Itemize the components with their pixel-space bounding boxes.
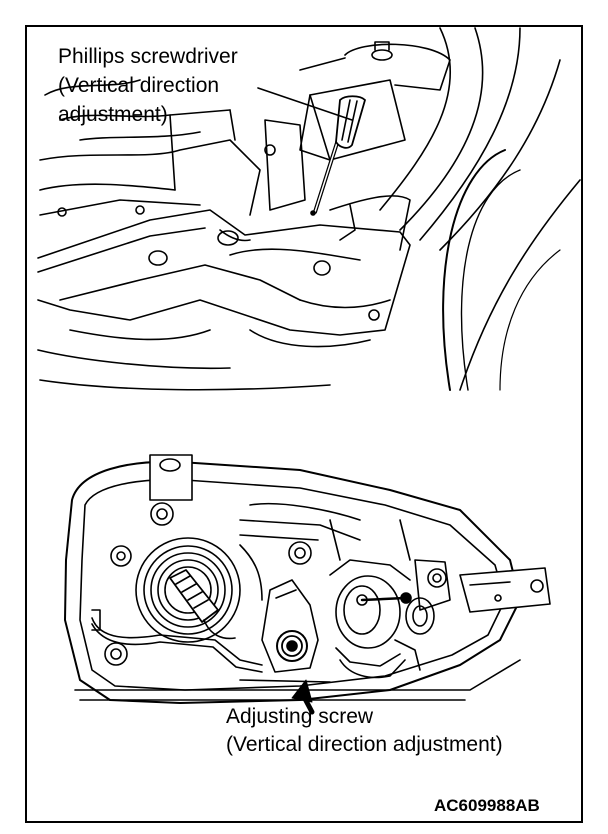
reference-code: AC609988AB bbox=[434, 796, 540, 815]
headlamp-unit-illustration bbox=[64, 454, 551, 715]
adjusting-screw-label-line2: (Vertical direction adjustment) bbox=[226, 733, 503, 756]
adjusting-screw-label-line1: Adjusting screw bbox=[226, 705, 374, 728]
screwdriver-label-line1: Phillips screwdriver bbox=[58, 45, 238, 68]
engine-bay-illustration bbox=[37, 27, 581, 391]
screwdriver-label-line3: adjustment) bbox=[58, 103, 168, 126]
screwdriver-label-line2: (Vertical direction bbox=[58, 74, 220, 97]
